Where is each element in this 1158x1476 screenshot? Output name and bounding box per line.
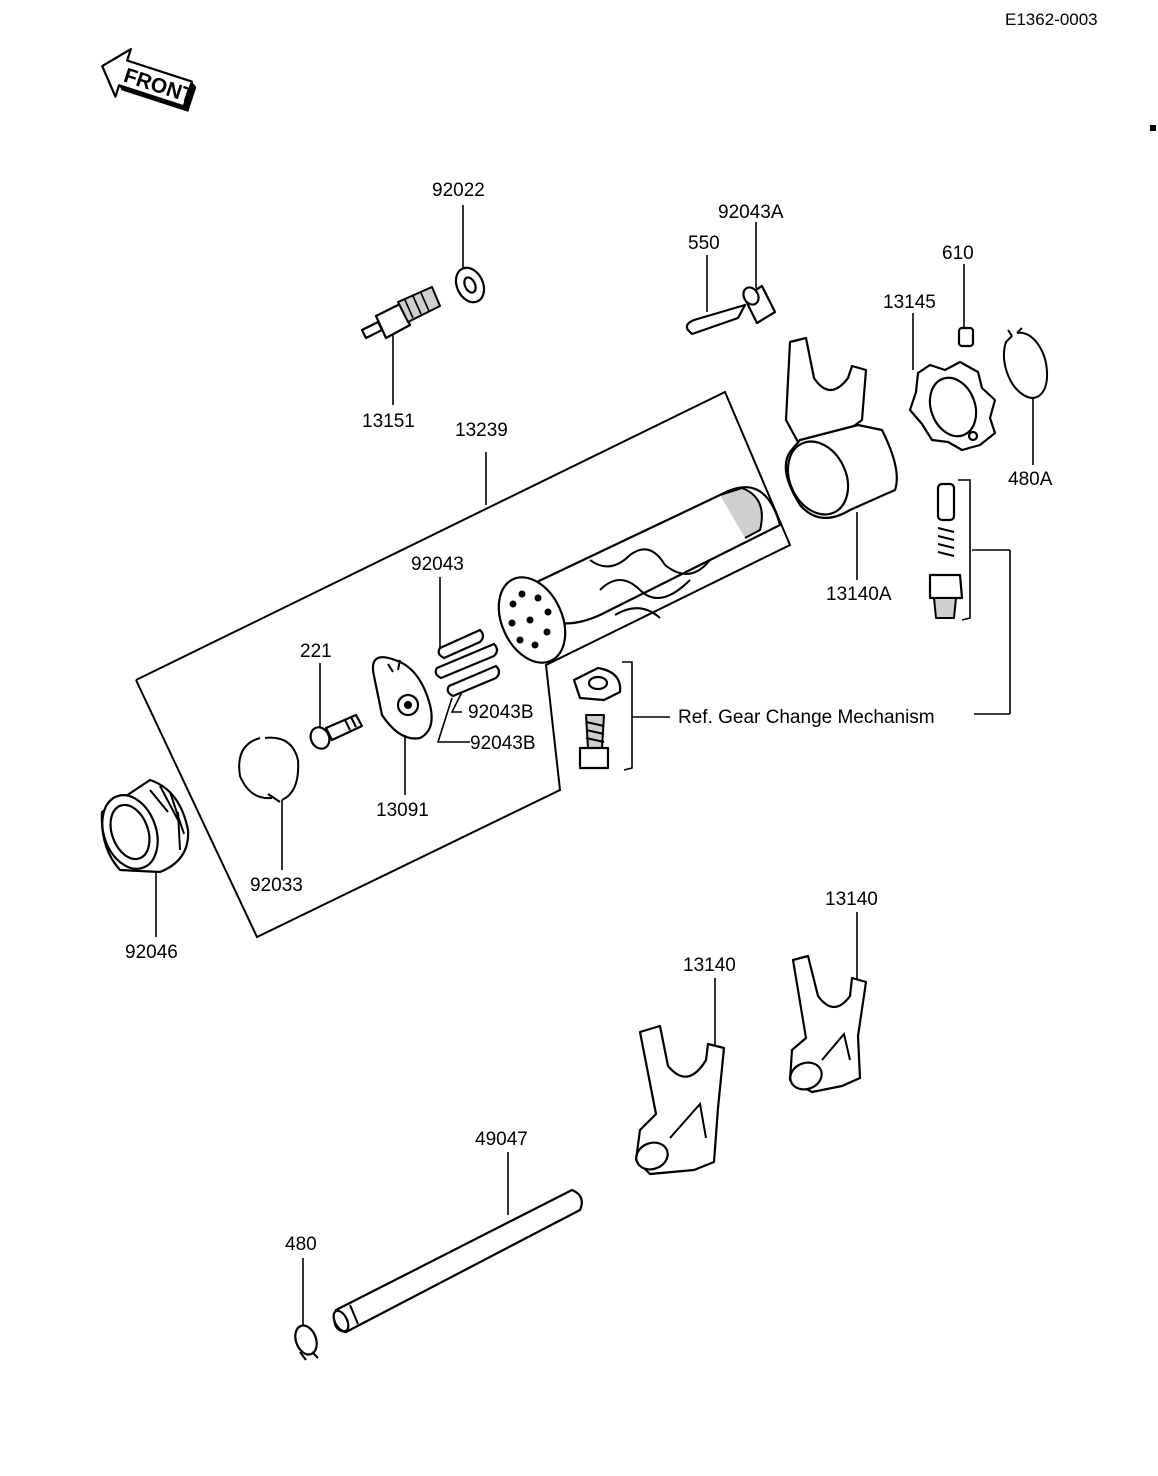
stopper-lever	[572, 666, 622, 770]
shift-rod-49047	[332, 1188, 583, 1334]
shift-fork-13140-left	[634, 1024, 726, 1176]
label-92046: 92046	[125, 942, 178, 963]
pin-550	[685, 303, 747, 336]
label-49047: 49047	[475, 1129, 528, 1150]
snap-ring-92033	[238, 736, 300, 801]
neutral-switch-13151	[360, 286, 441, 340]
label-92022: 92022	[432, 180, 485, 201]
drawing-code: E1362-0003	[1005, 10, 1098, 29]
edge-mark	[1150, 125, 1156, 131]
label-480A: 480A	[1008, 469, 1053, 490]
label-13145: 13145	[883, 292, 936, 313]
front-arrow-icon: FRONT	[101, 48, 197, 112]
label-221: 221	[300, 641, 332, 662]
needle-bearing-92046	[100, 778, 190, 874]
label-13140A: 13140A	[826, 584, 892, 605]
label-92043B-upper: 92043B	[468, 702, 534, 723]
detent-plunger	[928, 482, 964, 619]
label-550: 550	[688, 233, 720, 254]
label-92043A: 92043A	[718, 202, 784, 223]
circlip-480A	[1003, 331, 1049, 399]
label-13140-right: 13140	[825, 889, 878, 910]
label-13239: 13239	[455, 420, 508, 441]
circlip-480	[294, 1324, 319, 1361]
assembly-boundary	[135, 390, 792, 939]
shift-drum-13239	[497, 486, 782, 664]
label-92043: 92043	[411, 554, 464, 575]
drum-cam-13091	[371, 656, 433, 740]
cam-plate-13145	[908, 360, 997, 452]
label-92033: 92033	[250, 875, 303, 896]
pins-92043	[434, 628, 501, 698]
shift-fork-13140-right	[788, 954, 868, 1094]
label-13091: 13091	[376, 800, 429, 821]
label-480: 480	[285, 1234, 317, 1255]
label-92043B-lower: 92043B	[470, 733, 536, 754]
bolt-221	[309, 713, 364, 750]
reference-note: Ref. Gear Change Mechanism	[678, 707, 935, 728]
label-610: 610	[942, 243, 974, 264]
label-13151: 13151	[362, 411, 415, 432]
label-13140-left: 13140	[683, 955, 736, 976]
pin-610	[957, 326, 975, 348]
shift-fork-13140A	[784, 336, 898, 519]
